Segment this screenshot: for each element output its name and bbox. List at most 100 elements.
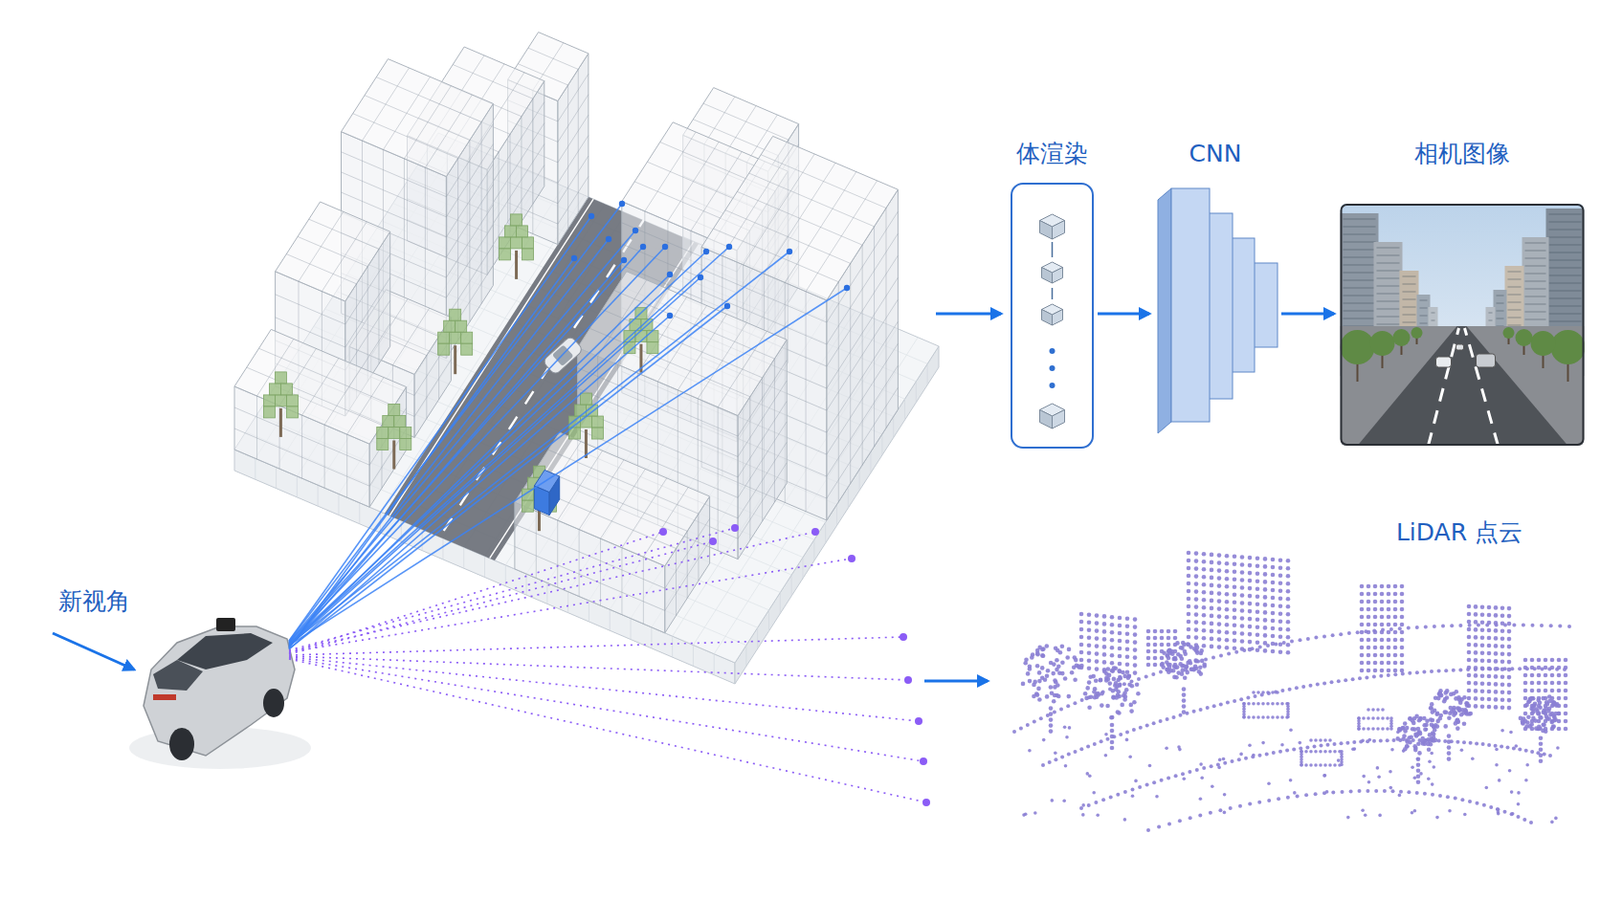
lidar-point (1087, 803, 1091, 808)
lidar-point (1278, 603, 1284, 609)
lidar-point (1110, 715, 1115, 721)
lidar-point (1379, 600, 1385, 605)
lidar-point (1065, 655, 1070, 661)
lidar-point (1286, 589, 1291, 595)
lidar-point (1247, 617, 1253, 623)
grid-line (353, 113, 459, 159)
lidar-point (1493, 744, 1498, 749)
lidar-point (1129, 709, 1134, 714)
lidar-point (1386, 607, 1392, 613)
ground-grid-line (824, 522, 826, 544)
lidar-point (1386, 638, 1392, 644)
lidar-point (1217, 644, 1223, 650)
grid-line (302, 358, 339, 417)
grid-line (737, 400, 787, 477)
lidar-point (1480, 612, 1486, 618)
lidar-point (1043, 677, 1048, 683)
lidar-point (1426, 777, 1431, 782)
lidar-point (1203, 657, 1208, 662)
lidar-point (1507, 614, 1512, 620)
lidar-point (1453, 797, 1458, 801)
grid-line (445, 144, 493, 218)
lidar-point (1060, 671, 1066, 677)
lidar-point (1085, 686, 1090, 691)
lidar-point (1422, 792, 1427, 797)
lidar-point (1393, 653, 1399, 659)
lidar-point (1500, 729, 1505, 734)
lidar-point (1240, 585, 1245, 591)
lidar-point (1359, 653, 1365, 659)
lidar-point (1385, 727, 1390, 732)
lidar-point (1393, 645, 1399, 651)
tree-voxel (579, 416, 592, 428)
lidar-point (1110, 734, 1115, 740)
ground-slab-top (234, 133, 939, 664)
lidar-point (1343, 678, 1348, 683)
lidar-point (1393, 668, 1399, 674)
lidar-point (1376, 716, 1380, 721)
lidar-point (1250, 646, 1255, 651)
lidar-point (1072, 701, 1077, 706)
voxel-city (234, 32, 939, 685)
lidar-point (1299, 763, 1304, 768)
grid-line (487, 102, 545, 192)
lidar-point (1507, 690, 1512, 696)
lidar-point (1172, 715, 1177, 720)
lidar-point (1232, 600, 1238, 606)
lidar-point (1186, 551, 1192, 556)
lidar-point (1155, 795, 1159, 800)
tree-voxel (263, 395, 275, 407)
lidar-point (1025, 671, 1031, 677)
grid-line (445, 164, 493, 238)
lidar-point (1378, 674, 1383, 679)
lidar-point (1322, 774, 1327, 778)
lidar-point (1494, 622, 1499, 627)
lidar-point (1446, 733, 1452, 739)
ground-grid-line (927, 363, 929, 385)
lidar-point (1379, 638, 1385, 644)
lidar-point (1347, 631, 1352, 636)
ground-grid-line (802, 557, 804, 579)
ground-grid-line (317, 485, 319, 507)
lidar-ray (288, 658, 924, 762)
lidar-point (1110, 645, 1115, 651)
lidar-point (1172, 664, 1178, 669)
lidar-point (1263, 625, 1268, 631)
lidar-point (1247, 601, 1253, 607)
lidar-point (1380, 628, 1385, 633)
camera-ray (288, 274, 670, 647)
lidar-point (1360, 808, 1365, 813)
grid-line (665, 541, 711, 612)
lidar-point (1359, 622, 1365, 628)
lidar-point (1313, 763, 1318, 768)
lidar-point (1380, 708, 1385, 712)
lidar-point (1240, 631, 1245, 637)
lidar-point (1526, 700, 1532, 706)
lidar-point (1357, 789, 1362, 794)
lidar-point (1466, 658, 1472, 664)
lidar-point (1457, 708, 1463, 713)
lidar-point (1372, 675, 1377, 680)
lidar-point (1111, 695, 1116, 701)
lidar-point (1373, 607, 1378, 613)
lidar-point (1500, 637, 1506, 643)
lidar-point (1224, 600, 1230, 605)
lidar-point (1125, 663, 1131, 668)
lidar-point (1133, 663, 1138, 668)
lidar-point (1276, 797, 1281, 801)
lidar-point (1159, 778, 1164, 783)
ground-grid-line (847, 487, 849, 509)
lidar-point (1530, 688, 1535, 694)
lidar-point (1415, 625, 1420, 630)
lidar-point (1413, 777, 1418, 781)
lidar-ray (288, 637, 904, 656)
lidar-point (1393, 615, 1399, 621)
lidar-point (1217, 766, 1222, 771)
lidar-point (1414, 733, 1420, 739)
lidar-point (1488, 805, 1493, 810)
lidar-point (1044, 694, 1050, 700)
lidar-point (1134, 683, 1140, 689)
grid-line (736, 191, 863, 245)
lidar-point (1536, 658, 1542, 664)
lidar-point (1485, 786, 1489, 791)
